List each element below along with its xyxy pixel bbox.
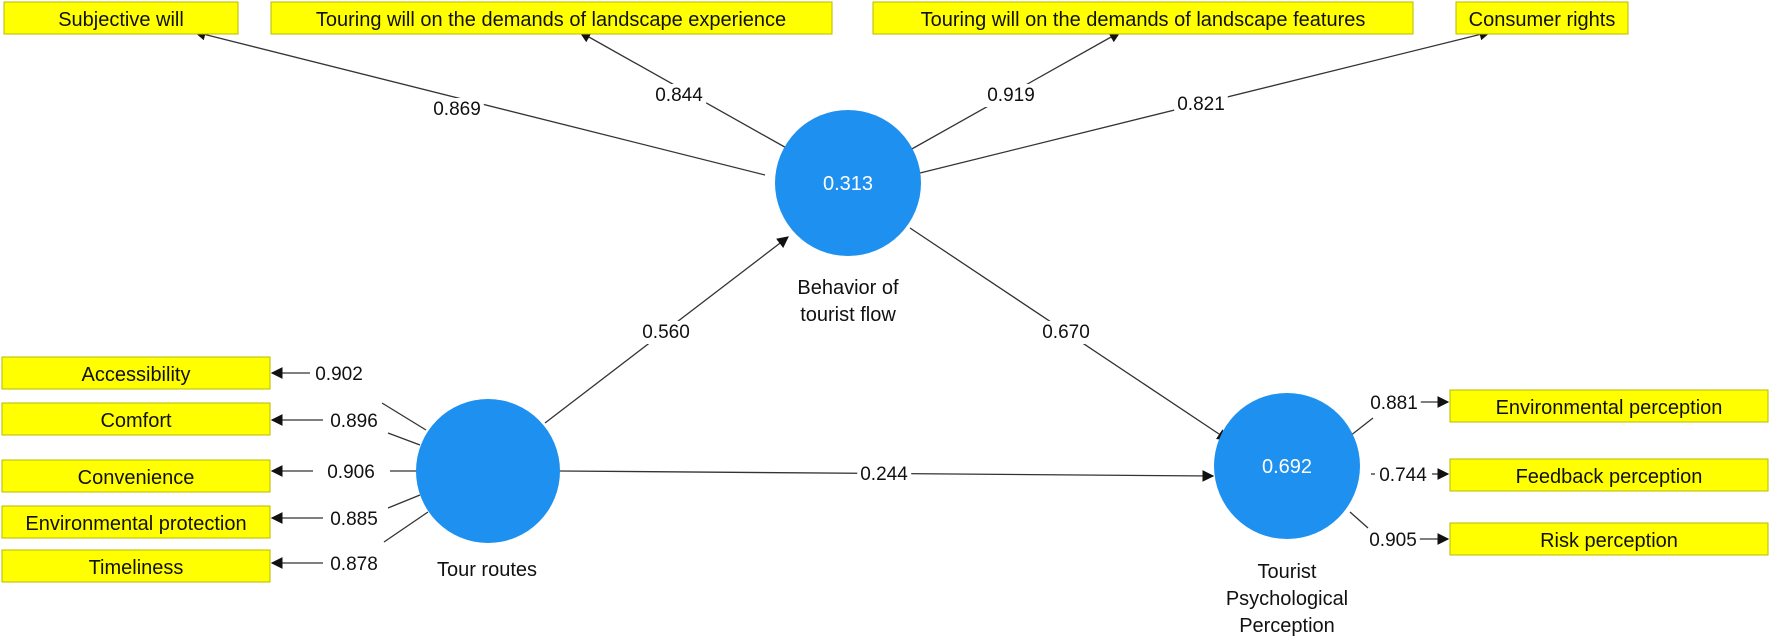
indicator-features: Touring will on the demands of landscape… bbox=[872, 1, 1414, 35]
edge-perception-env bbox=[1349, 417, 1374, 437]
indicator-risk: Risk perception bbox=[1449, 522, 1769, 556]
indicator-consumer-rights: Consumer rights bbox=[1455, 1, 1629, 35]
coef-label-bg bbox=[1376, 464, 1431, 487]
indicator-feedback-label: Feedback perception bbox=[1516, 466, 1703, 488]
edge-routes-env-protection bbox=[387, 494, 421, 509]
loading-env-perception: 0.881 bbox=[1370, 393, 1418, 414]
coef-label-bg bbox=[1174, 93, 1228, 116]
construct-perception-label-1: Tourist bbox=[1258, 561, 1317, 583]
construct-perception-circle bbox=[1214, 393, 1360, 539]
indicator-convenience: Convenience bbox=[1, 459, 271, 493]
loading-consumer-rights: 0.821 bbox=[1177, 94, 1225, 115]
coef-label-bg bbox=[327, 508, 381, 531]
construct-behavior-value: 0.313 bbox=[823, 173, 873, 195]
construct-routes: Tour routes bbox=[416, 399, 560, 581]
indicator-timeliness-label: Timeliness bbox=[89, 557, 184, 579]
construct-perception: 0.692 Tourist Psychological Perception bbox=[1214, 393, 1360, 637]
indicator-subjective-will-label: Subjective will bbox=[58, 9, 184, 31]
construct-behavior-label-1: Behavior of bbox=[797, 277, 899, 299]
coef-label-bg bbox=[857, 463, 912, 486]
indicator-timeliness: Timeliness bbox=[1, 549, 271, 583]
construct-routes-label: Tour routes bbox=[437, 559, 537, 581]
edge-perception-risk bbox=[1349, 511, 1369, 529]
edge-routes-comfort bbox=[387, 432, 421, 446]
indicator-feedback: Feedback perception bbox=[1449, 458, 1769, 492]
indicator-comfort: Comfort bbox=[1, 402, 271, 436]
loading-labels: 0.869 0.844 0.919 0.821 0.902 0.896 0.90… bbox=[312, 84, 1431, 576]
loading-accessibility: 0.902 bbox=[315, 364, 363, 385]
construct-behavior-circle bbox=[775, 110, 921, 256]
indicator-accessibility-label: Accessibility bbox=[82, 364, 191, 386]
coef-label-bg bbox=[652, 84, 707, 107]
indicator-env-protection: Environmental protection bbox=[1, 505, 271, 539]
coef-label-bg bbox=[327, 553, 381, 576]
indicator-experience: Touring will on the demands of landscape… bbox=[270, 1, 833, 35]
coef-label-bg bbox=[312, 363, 366, 386]
indicator-comfort-label: Comfort bbox=[100, 410, 172, 432]
coef-label-bg bbox=[327, 410, 381, 433]
indicator-env-protection-label: Environmental protection bbox=[25, 513, 246, 535]
coef-label-bg bbox=[984, 84, 1038, 107]
indicator-experience-label: Touring will on the demands of landscape… bbox=[316, 9, 786, 31]
loading-comfort: 0.896 bbox=[330, 411, 378, 432]
coef-label-bg bbox=[324, 461, 378, 484]
indicator-features-label: Touring will on the demands of landscape… bbox=[921, 9, 1366, 31]
path-behavior-perception: 0.670 bbox=[1042, 322, 1090, 343]
coef-label-bg bbox=[639, 321, 693, 344]
loading-subjective-will: 0.869 bbox=[433, 99, 481, 120]
indicator-env-perception-label: Environmental perception bbox=[1496, 397, 1723, 419]
loading-env-protection: 0.885 bbox=[330, 509, 378, 530]
path-routes-perception: 0.244 bbox=[860, 464, 908, 485]
indicator-risk-label: Risk perception bbox=[1540, 530, 1678, 552]
edge-routes-accessibility bbox=[381, 402, 427, 431]
construct-behavior-label-2: tourist flow bbox=[800, 304, 896, 326]
indicator-subjective-will: Subjective will bbox=[3, 1, 239, 35]
indicator-convenience-label: Convenience bbox=[78, 467, 195, 489]
coef-label-bg bbox=[1367, 392, 1421, 415]
coef-label-bg bbox=[1039, 321, 1093, 344]
construct-behavior: 0.313 Behavior of tourist flow bbox=[775, 110, 921, 326]
loading-feedback: 0.744 bbox=[1379, 465, 1427, 486]
coef-label-bg bbox=[430, 98, 484, 121]
loading-convenience: 0.906 bbox=[327, 462, 375, 483]
loading-timeliness: 0.878 bbox=[330, 554, 378, 575]
loading-risk: 0.905 bbox=[1369, 530, 1417, 551]
construct-routes-circle bbox=[416, 399, 560, 543]
construct-perception-label-3: Perception bbox=[1239, 615, 1335, 637]
loading-experience: 0.844 bbox=[655, 85, 703, 106]
edge-routes-timeliness bbox=[383, 511, 429, 543]
indicator-accessibility: Accessibility bbox=[1, 356, 271, 390]
construct-perception-value: 0.692 bbox=[1262, 456, 1312, 478]
construct-perception-label-2: Psychological bbox=[1226, 588, 1348, 610]
coef-label-bg bbox=[1366, 529, 1420, 552]
path-routes-behavior: 0.560 bbox=[642, 322, 690, 343]
indicator-env-perception: Environmental perception bbox=[1449, 389, 1769, 423]
loading-features: 0.919 bbox=[987, 85, 1035, 106]
indicator-consumer-rights-label: Consumer rights bbox=[1469, 9, 1616, 31]
